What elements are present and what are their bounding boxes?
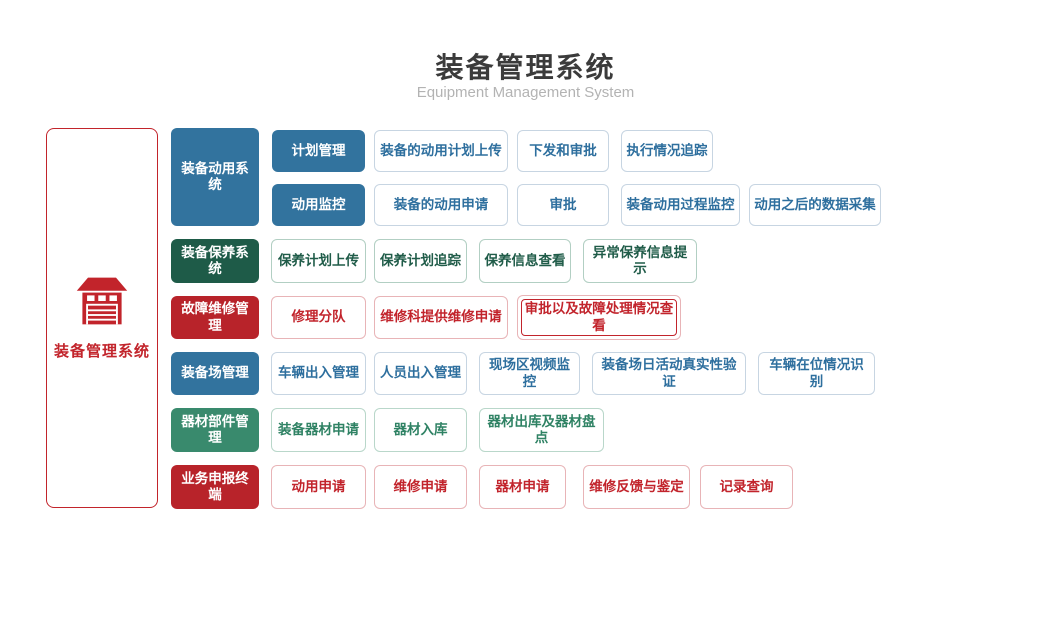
item-box: 人员出入管理	[374, 352, 467, 395]
item-box: 装备动用过程监控	[621, 184, 740, 226]
page-subtitle: Equipment Management System	[416, 84, 635, 101]
item-box: 装备的动用计划上传	[374, 130, 508, 172]
item-box: 维修科提供维修申请	[374, 296, 508, 339]
item-box: 装备器材申请	[271, 408, 366, 452]
module-equipment-yard-management: 装备场管理	[171, 352, 259, 395]
item-box: 保养计划追踪	[374, 239, 467, 283]
item-box: 执行情况追踪	[621, 130, 713, 172]
item-box: 装备的动用申请	[374, 184, 508, 226]
garage-icon	[74, 275, 130, 332]
module-material-parts-management: 器材部件管理	[171, 408, 259, 452]
item-box: 器材入库	[374, 408, 467, 452]
item-box: 保养信息查看	[479, 239, 571, 283]
page-title: 装备管理系统	[435, 52, 616, 83]
item-box: 装备场日活动真实性验证	[592, 352, 746, 395]
module-business-application-terminal: 业务申报终端	[171, 465, 259, 509]
item-box: 器材出库及器材盘点	[479, 408, 604, 452]
module-equipment-maintenance-system: 装备保养系统	[171, 239, 259, 283]
module-equipment-mobilization-system: 装备动用系统	[171, 128, 259, 226]
root-system-label: 装备管理系统	[53, 343, 150, 360]
submodule-plan-management: 计划管理	[272, 130, 365, 172]
item-box: 异常保养信息提示	[583, 239, 697, 283]
item-box: 动用之后的数据采集	[749, 184, 881, 226]
item-box: 动用申请	[271, 465, 366, 509]
item-box: 车辆在位情况识别	[758, 352, 875, 395]
item-box: 器材申请	[479, 465, 566, 509]
item-box: 下发和审批	[517, 130, 609, 172]
root-system-panel: 装备管理系统	[46, 128, 158, 508]
item-box: 维修反馈与鉴定	[583, 465, 690, 509]
item-box: 车辆出入管理	[271, 352, 366, 395]
item-box: 审批	[517, 184, 609, 226]
item-box: 修理分队	[271, 296, 366, 339]
item-box: 维修申请	[374, 465, 467, 509]
module-fault-repair-management: 故障维修管理	[171, 296, 259, 339]
submodule-mobilization-monitoring: 动用监控	[272, 184, 365, 226]
item-box: 保养计划上传	[271, 239, 366, 283]
item-box: 审批以及故障处理情况查看	[517, 295, 681, 340]
item-box: 记录查询	[700, 465, 793, 509]
item-box: 现场区视频监控	[479, 352, 580, 395]
